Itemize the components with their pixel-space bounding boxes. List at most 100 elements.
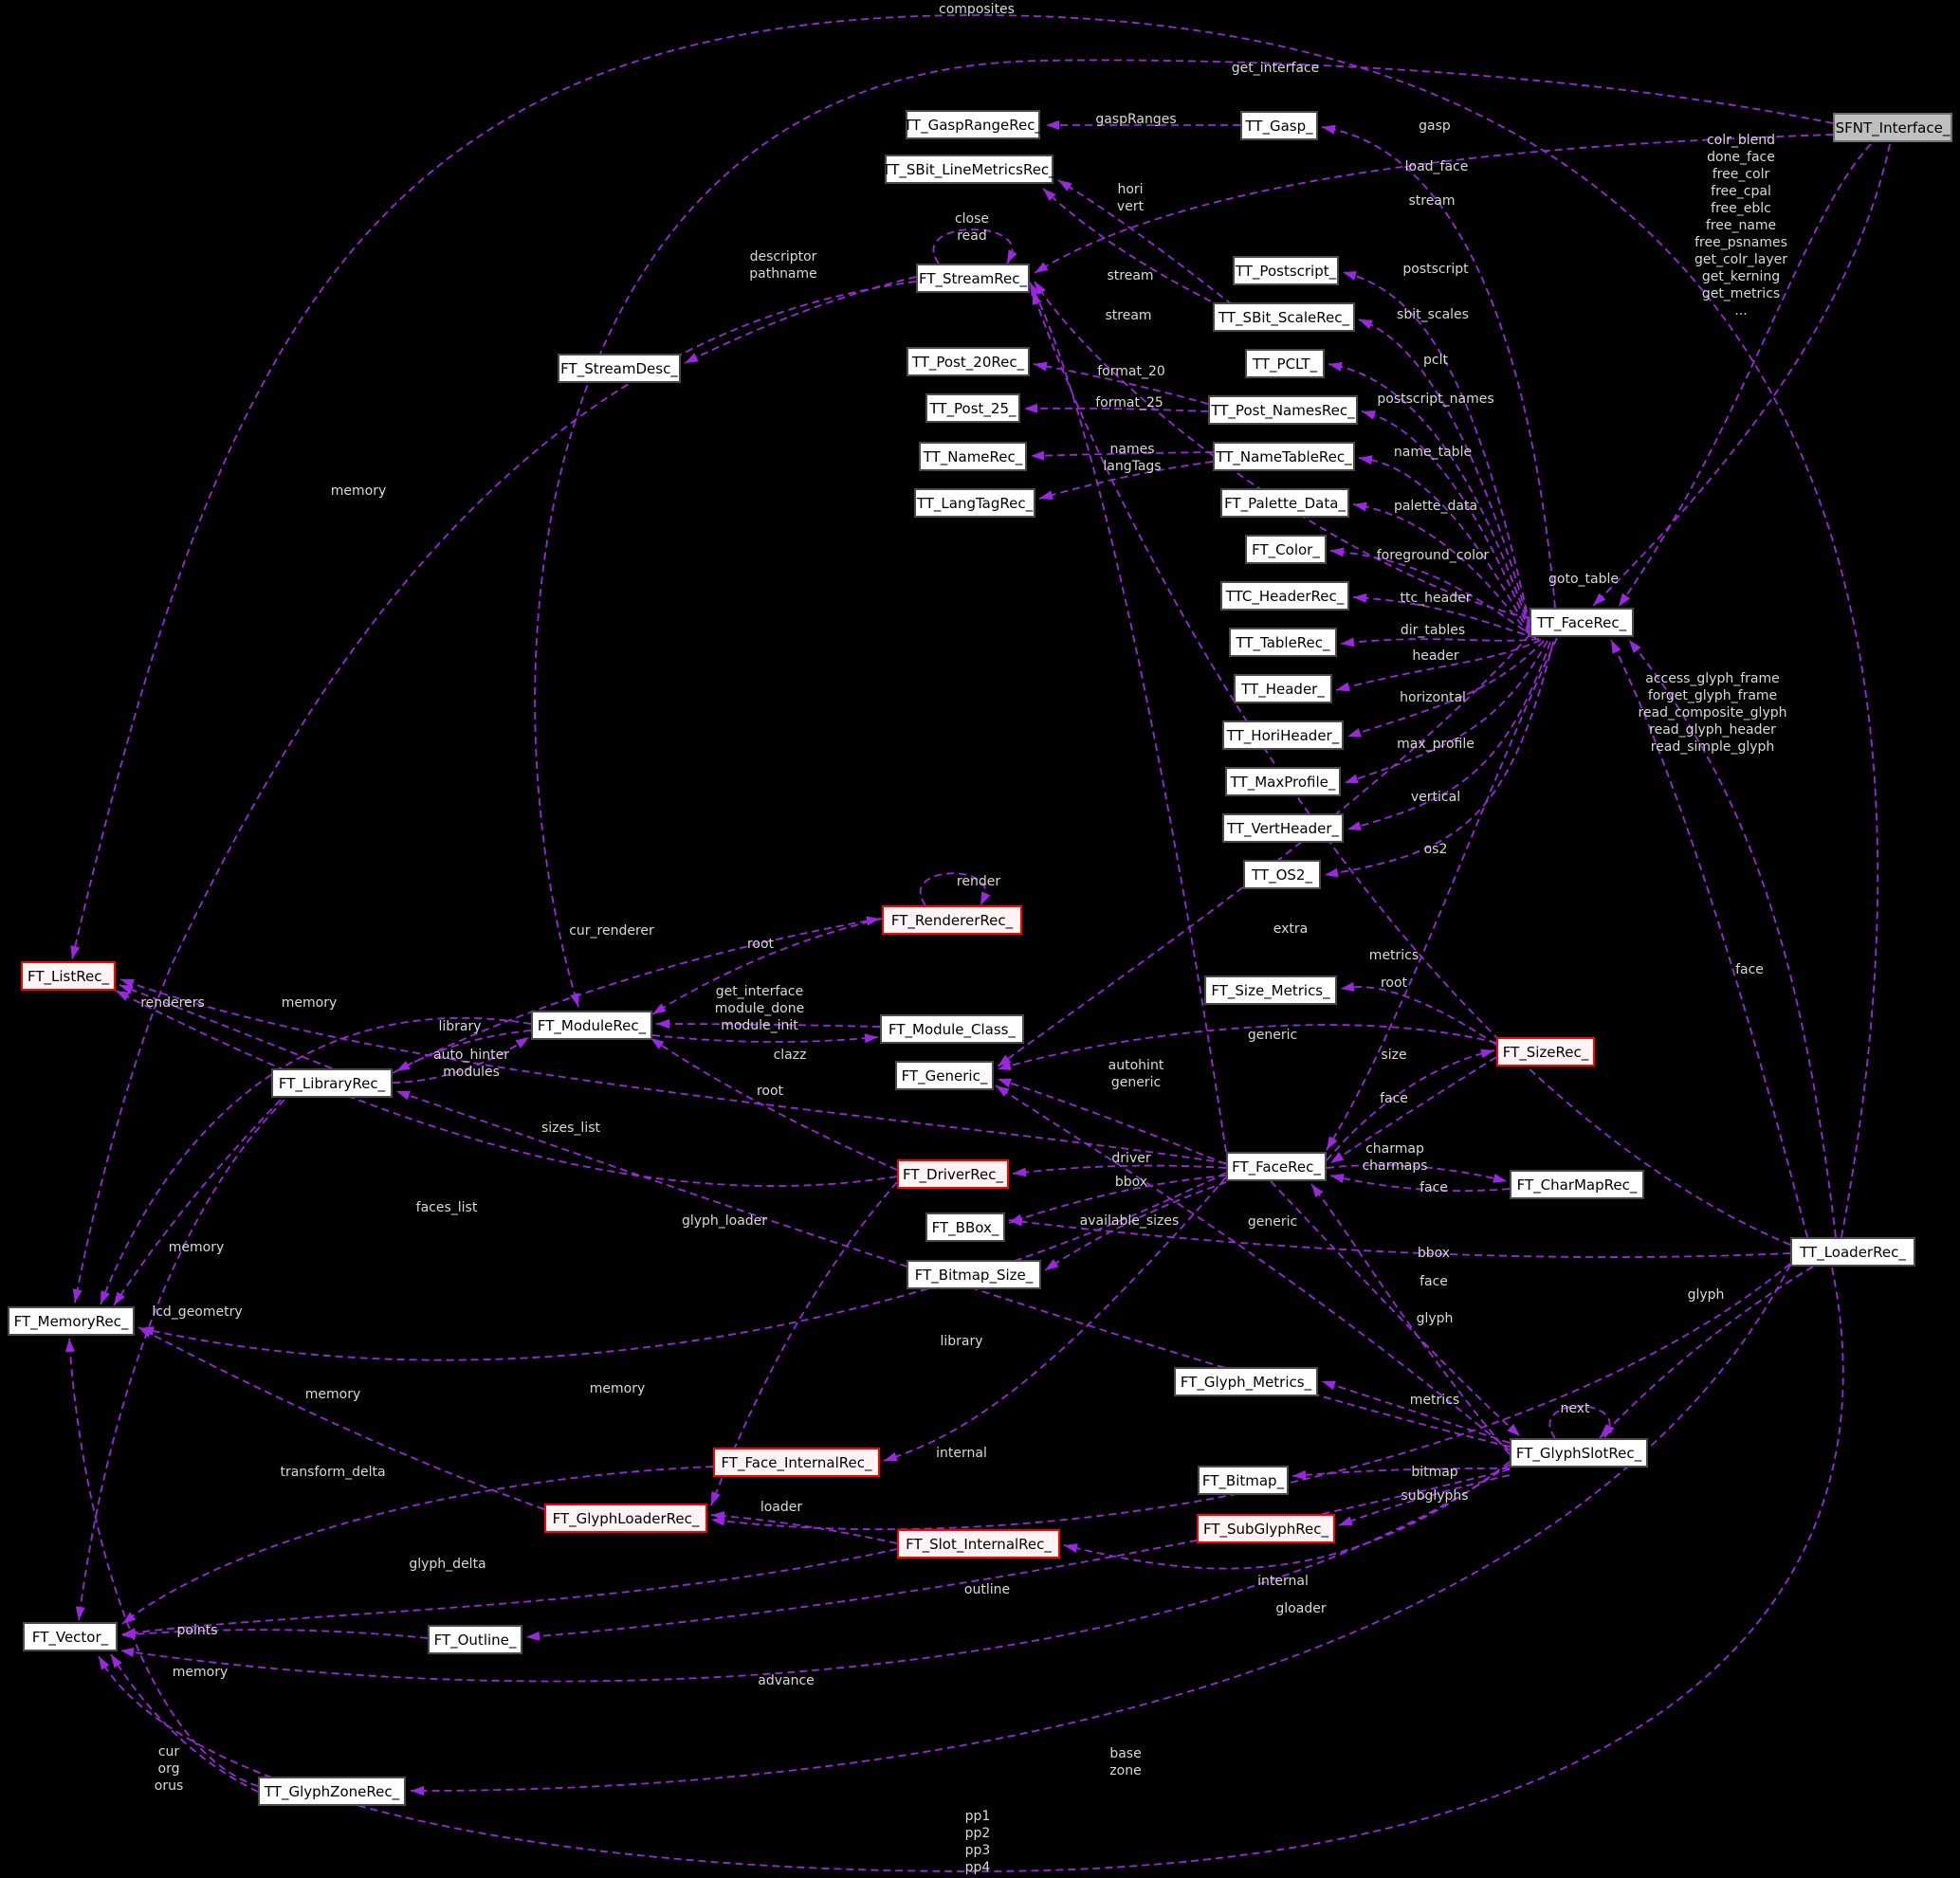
node-FT_LibraryRec_[interactable]: FT_LibraryRec_: [271, 1068, 393, 1098]
edge: [1023, 407, 1209, 412]
edge: [1628, 639, 1837, 1238]
node-TT_LoaderRec_[interactable]: TT_LoaderRec_: [1790, 1237, 1915, 1267]
node-FT_FaceRec_[interactable]: FT_FaceRec_: [1226, 1152, 1327, 1181]
node-FT_ModuleRec_[interactable]: FT_ModuleRec_: [531, 1011, 652, 1040]
node-FT_GlyphSlotRec_[interactable]: FT_GlyphSlotRec_: [1510, 1438, 1648, 1468]
node-TT_Postscript_[interactable]: TT_Postscript_: [1233, 256, 1339, 285]
node-FT_SubGlyphRec_[interactable]: FT_SubGlyphRec_: [1197, 1514, 1335, 1543]
node-TT_Post_25_[interactable]: TT_Post_25_: [925, 393, 1020, 423]
node-FT_Vector_[interactable]: FT_Vector_: [23, 1622, 118, 1651]
edge: [1592, 143, 1891, 607]
node-FT_MemoryRec_[interactable]: FT_MemoryRec_: [8, 1306, 135, 1336]
node-FT_Color_[interactable]: FT_Color_: [1245, 535, 1327, 564]
arrowhead-icon: [1328, 361, 1343, 372]
edge: [392, 1036, 530, 1084]
edge: [1034, 134, 1834, 274]
edge: [1063, 1461, 1511, 1570]
node-FT_StreamDesc_[interactable]: FT_StreamDesc_: [558, 354, 681, 383]
arrowhead-icon: [396, 1060, 411, 1071]
node-TT_Header_[interactable]: TT_Header_: [1234, 674, 1332, 703]
node-FT_Face_InternalRec_[interactable]: FT_Face_InternalRec_: [713, 1448, 880, 1477]
arrowhead-icon: [1341, 981, 1355, 992]
arrowhead-icon: [1330, 1174, 1345, 1183]
node-TT_Post_20Rec_[interactable]: TT_Post_20Rec_: [907, 347, 1030, 376]
node-TT_MaxProfile_[interactable]: TT_MaxProfile_: [1225, 767, 1341, 796]
arrowhead-icon: [711, 1491, 721, 1505]
arrowhead-icon: [1507, 1423, 1520, 1436]
edge: [1012, 1164, 1227, 1175]
node-TT_SBit_ScaleRec_[interactable]: TT_SBit_ScaleRec_: [1213, 302, 1355, 332]
node-TT_NameRec_[interactable]: TT_NameRec_: [919, 442, 1027, 471]
edge: [71, 14, 1879, 1238]
node-TT_FaceRec_[interactable]: TT_FaceRec_: [1530, 608, 1634, 637]
node-FT_Bitmap_Size_[interactable]: FT_Bitmap_Size_: [907, 1260, 1041, 1289]
node-TT_Gasp_[interactable]: TT_Gasp_: [1240, 111, 1318, 140]
edge: [1548, 1405, 1611, 1439]
arrowhead-icon: [1353, 501, 1367, 512]
edge: [1329, 550, 1535, 638]
edge: [121, 1466, 714, 1625]
node-FT_Module_Class_[interactable]: FT_Module_Class_: [880, 1014, 1024, 1044]
edge: [1030, 451, 1214, 457]
node-TT_SBit_LineMetricsRec_[interactable]: TT_SBit_LineMetricsRec_: [882, 155, 1056, 184]
node-FT_Slot_InternalRec_[interactable]: FT_Slot_InternalRec_: [897, 1529, 1060, 1559]
edge: [883, 1176, 1227, 1462]
node-FT_ListRec_[interactable]: FT_ListRec_: [21, 961, 116, 991]
arrowhead-icon: [1347, 821, 1362, 831]
node-FT_Size_Metrics_[interactable]: FT_Size_Metrics_: [1204, 975, 1337, 1005]
node-TT_GlyphZoneRec_[interactable]: TT_GlyphZoneRec_: [258, 1777, 406, 1806]
node-TT_TableRec_[interactable]: TT_TableRec_: [1229, 628, 1337, 657]
node-TT_OS2_[interactable]: TT_OS2_: [1243, 860, 1321, 889]
arrowhead-icon: [1013, 1167, 1027, 1177]
arrowhead-icon: [884, 1451, 898, 1462]
node-FT_Glyph_Metrics_[interactable]: FT_Glyph_Metrics_: [1174, 1367, 1318, 1396]
edge: [1321, 126, 1556, 609]
node-TT_Post_NamesRec_[interactable]: TT_Post_NamesRec_: [1208, 395, 1358, 425]
node-FT_Outline_[interactable]: FT_Outline_: [428, 1625, 522, 1654]
edge: [525, 1468, 1511, 1638]
edge: [1326, 1164, 1508, 1182]
arrowhead-icon: [1322, 124, 1336, 135]
node-FT_SizeRec_[interactable]: FT_SizeRec_: [1496, 1037, 1595, 1067]
arrowhead-icon: [114, 1291, 125, 1305]
edge: [1008, 1219, 1791, 1258]
arrowhead-icon: [998, 1054, 1012, 1067]
arrowhead-icon: [1009, 1216, 1023, 1227]
node-TTC_HeaderRec_[interactable]: TTC_HeaderRec_: [1220, 581, 1349, 611]
edge: [1057, 179, 1234, 306]
arrowhead-icon: [1292, 1469, 1307, 1480]
arrowhead-icon: [99, 1656, 110, 1670]
arrowhead-icon: [1339, 1516, 1353, 1525]
edge: [1044, 1181, 1227, 1271]
node-FT_RendererRec_[interactable]: FT_RendererRec_: [882, 905, 1022, 935]
edge: [1326, 1049, 1495, 1161]
node-TT_VertHeader_[interactable]: TT_VertHeader_: [1222, 813, 1344, 843]
node-FT_Generic_[interactable]: FT_Generic_: [895, 1061, 994, 1090]
arrowhead-icon: [864, 1033, 878, 1044]
edge: [1358, 319, 1530, 627]
arrowhead-icon: [122, 1612, 137, 1624]
node-FT_BBox_[interactable]: FT_BBox_: [925, 1212, 1005, 1242]
arrowhead-icon: [70, 945, 81, 959]
node-FT_CharMapRec_[interactable]: FT_CharMapRec_: [1510, 1170, 1644, 1199]
node-SFNT_Interface_[interactable]: SFNT_Interface_: [1833, 113, 1952, 142]
arrowhead-icon: [1034, 361, 1048, 372]
node-FT_DriverRec_[interactable]: FT_DriverRec_: [897, 1159, 1009, 1189]
node-TT_LangTagRec_[interactable]: TT_LangTagRec_: [914, 488, 1035, 518]
node-FT_Bitmap_[interactable]: FT_Bitmap_: [1198, 1466, 1289, 1495]
arrowhead-icon: [996, 1085, 1010, 1097]
arrowhead-icon: [998, 1078, 1012, 1088]
node-TT_NameTableRec_[interactable]: TT_NameTableRec_: [1213, 442, 1355, 471]
arrowhead-icon: [1058, 180, 1072, 191]
edge: [997, 1078, 1227, 1165]
node-FT_GlyphLoaderRec_[interactable]: FT_GlyphLoaderRec_: [544, 1504, 707, 1533]
node-FT_StreamRec_[interactable]: FT_StreamRec_: [916, 264, 1030, 293]
node-TT_HoriHeader_[interactable]: TT_HoriHeader_: [1222, 720, 1344, 750]
edge: [1346, 640, 1545, 738]
node-TT_GaspRangeRec_[interactable]: TT_GaspRangeRec_: [904, 110, 1042, 139]
node-TT_PCLT_[interactable]: TT_PCLT_: [1245, 349, 1325, 378]
node-FT_Palette_Data_[interactable]: FT_Palette_Data_: [1220, 488, 1349, 518]
arrowhead-icon: [1330, 1152, 1345, 1163]
edge: [1342, 271, 1530, 625]
